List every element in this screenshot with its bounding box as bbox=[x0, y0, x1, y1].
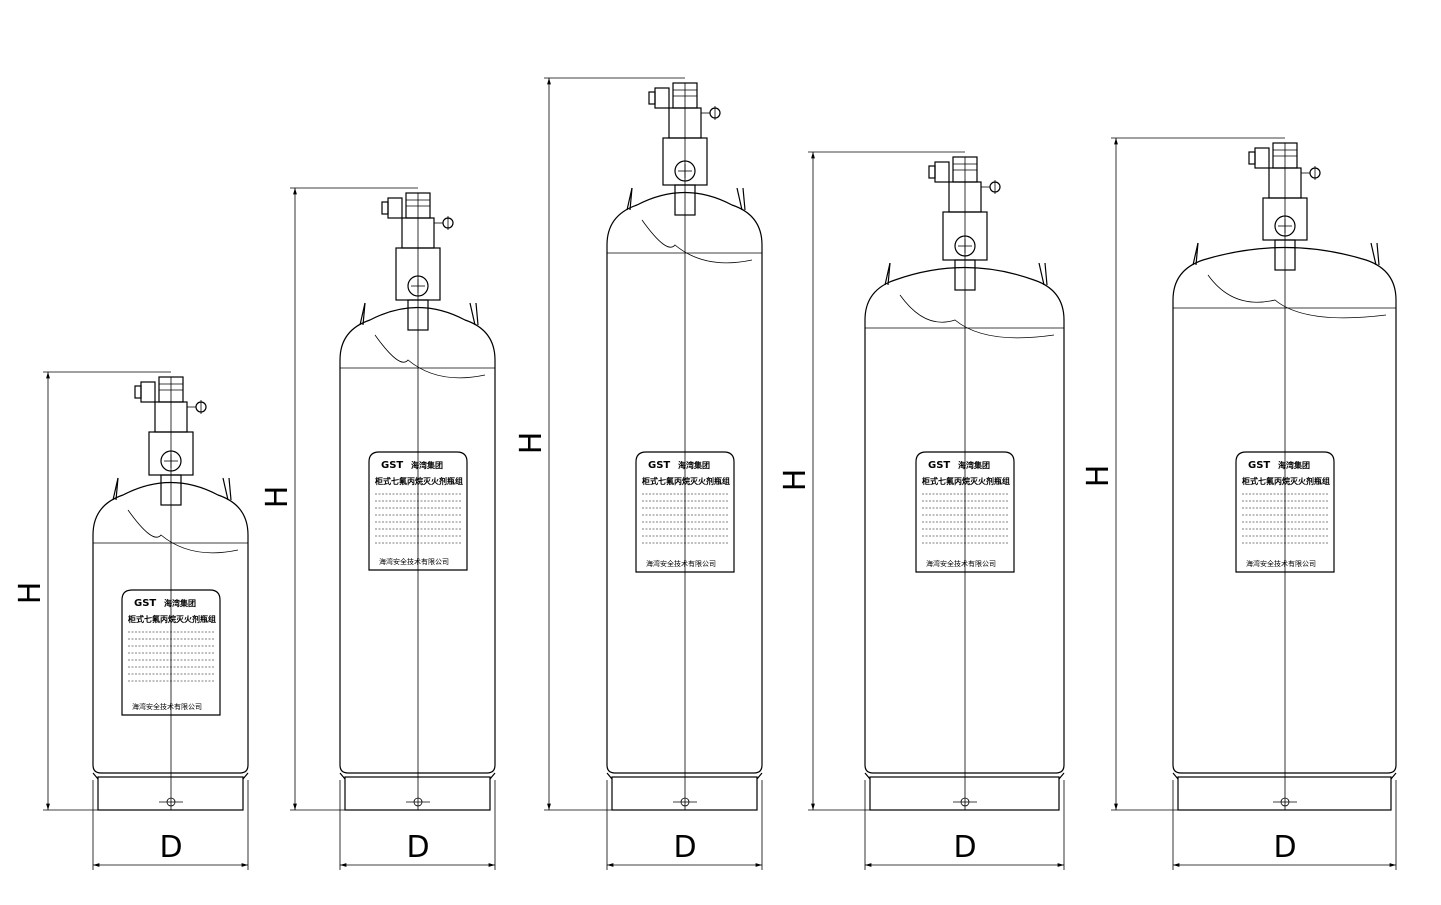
nameplate-product: 柜式七氟丙烷灭火剂瓶组 bbox=[641, 476, 730, 486]
solenoid bbox=[387, 197, 403, 219]
nameplate-group: 海湾集团 bbox=[958, 460, 990, 470]
diameter-label: D bbox=[406, 830, 429, 865]
pressure-gauge bbox=[954, 235, 976, 257]
nameplate-brand: GST bbox=[134, 598, 156, 609]
base-skirt bbox=[869, 776, 1060, 811]
height-label: H bbox=[13, 582, 48, 605]
height-label: H bbox=[260, 486, 295, 509]
diameter-label: D bbox=[673, 830, 696, 865]
pressure-gauge bbox=[1274, 215, 1296, 237]
solenoid bbox=[140, 381, 156, 403]
nameplate-group: 海湾集团 bbox=[678, 460, 710, 470]
nameplate-maker: 海湾安全技术有限公司 bbox=[1246, 559, 1316, 568]
nameplate-group: 海湾集团 bbox=[411, 460, 443, 470]
solenoid bbox=[654, 87, 670, 109]
nameplate-brand: GST bbox=[381, 460, 403, 471]
diameter-label: D bbox=[159, 830, 182, 865]
solenoid bbox=[1254, 147, 1270, 169]
height-label: H bbox=[1081, 465, 1116, 488]
base-skirt bbox=[97, 776, 244, 811]
nameplate-maker: 海湾安全技术有限公司 bbox=[379, 557, 449, 566]
nameplate-brand: GST bbox=[1248, 460, 1270, 471]
nameplate-product: 柜式七氟丙烷灭火剂瓶组 bbox=[374, 476, 463, 486]
diameter-label: D bbox=[953, 830, 976, 865]
nameplate-brand: GST bbox=[648, 460, 670, 471]
nameplate-maker: 海湾安全技术有限公司 bbox=[646, 559, 716, 568]
nameplate-maker: 海湾安全技术有限公司 bbox=[926, 559, 996, 568]
cylinder-body bbox=[864, 266, 1065, 765]
nameplate-brand: GST bbox=[928, 460, 950, 471]
nameplate-product: 柜式七氟丙烷灭火剂瓶组 bbox=[1241, 476, 1330, 486]
nameplate-group: 海湾集团 bbox=[1278, 460, 1310, 470]
base-skirt bbox=[344, 776, 491, 811]
pressure-gauge bbox=[674, 160, 696, 182]
pressure-gauge bbox=[160, 450, 182, 472]
base-skirt bbox=[611, 776, 758, 811]
base-skirt bbox=[1177, 776, 1392, 811]
nameplate-product: 柜式七氟丙烷灭火剂瓶组 bbox=[921, 476, 1010, 486]
solenoid bbox=[934, 161, 950, 183]
nameplate-maker: 海湾安全技术有限公司 bbox=[132, 702, 202, 711]
height-label: H bbox=[514, 432, 549, 455]
cylinder-body bbox=[1172, 246, 1397, 765]
nameplate-product: 柜式七氟丙烷灭火剂瓶组 bbox=[127, 614, 216, 624]
pressure-gauge bbox=[407, 275, 429, 297]
diameter-label: D bbox=[1273, 830, 1296, 865]
height-label: H bbox=[778, 469, 813, 492]
nameplate-group: 海湾集团 bbox=[164, 598, 196, 608]
